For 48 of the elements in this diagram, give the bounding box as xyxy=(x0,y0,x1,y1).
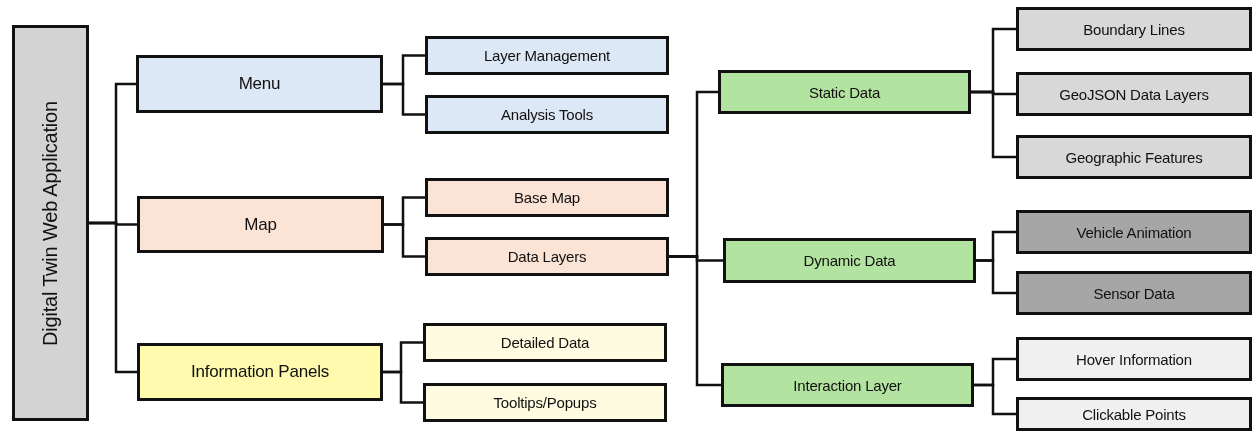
box-label: Base Map xyxy=(514,189,580,206)
box-label: Menu xyxy=(238,74,281,94)
category-box xyxy=(723,238,976,283)
box-label: Layer Management xyxy=(483,47,610,64)
category-box xyxy=(1016,271,1252,315)
box-label: Data Layers xyxy=(507,248,587,265)
category-box xyxy=(136,55,383,113)
box-title: Digital Twin Web Application xyxy=(39,100,62,346)
category-box xyxy=(423,383,667,422)
root-box xyxy=(12,25,89,421)
category-box xyxy=(425,178,669,217)
box-label: Information Panels xyxy=(190,362,330,382)
box-label: Geographic Features xyxy=(1065,148,1203,166)
category-box xyxy=(423,323,667,362)
box-label: Hover Information xyxy=(1076,350,1192,368)
category-box xyxy=(1016,72,1252,116)
box-label: Analysis Tools xyxy=(501,106,593,123)
box-label: Static Data xyxy=(808,83,881,101)
box-label: Detailed Data xyxy=(500,334,590,351)
connector-line xyxy=(976,259,1016,295)
category-box xyxy=(137,196,384,253)
connector-line xyxy=(89,221,137,374)
connector-line xyxy=(974,383,1016,416)
category-box xyxy=(425,36,669,75)
category-box xyxy=(1016,337,1252,381)
connector-line xyxy=(971,90,1016,159)
category-box xyxy=(1016,7,1252,51)
category-box xyxy=(137,343,383,401)
box-label: GeoJSON Data Layers xyxy=(1059,85,1209,103)
connector-line xyxy=(383,82,425,116)
category-box xyxy=(1016,135,1252,179)
box-label: Interaction Layer xyxy=(793,376,902,394)
category-box xyxy=(1016,210,1252,254)
box-label: Boundary Lines xyxy=(1083,20,1185,38)
category-box xyxy=(425,237,669,276)
box-label: Sensor Data xyxy=(1093,284,1175,302)
box-label: Map xyxy=(244,214,277,235)
connector-line xyxy=(383,370,423,404)
category-box xyxy=(425,95,669,134)
category-box xyxy=(1016,397,1252,431)
box-label: Dynamic Data xyxy=(803,252,896,269)
box-label: Tooltips/Popups xyxy=(493,394,597,411)
box-label: Clickable Points xyxy=(1082,405,1186,423)
box-label: Vehicle Animation xyxy=(1076,223,1192,241)
connector-line xyxy=(669,255,721,387)
category-box xyxy=(721,363,974,407)
connector-line xyxy=(384,223,425,258)
category-box xyxy=(718,70,971,114)
